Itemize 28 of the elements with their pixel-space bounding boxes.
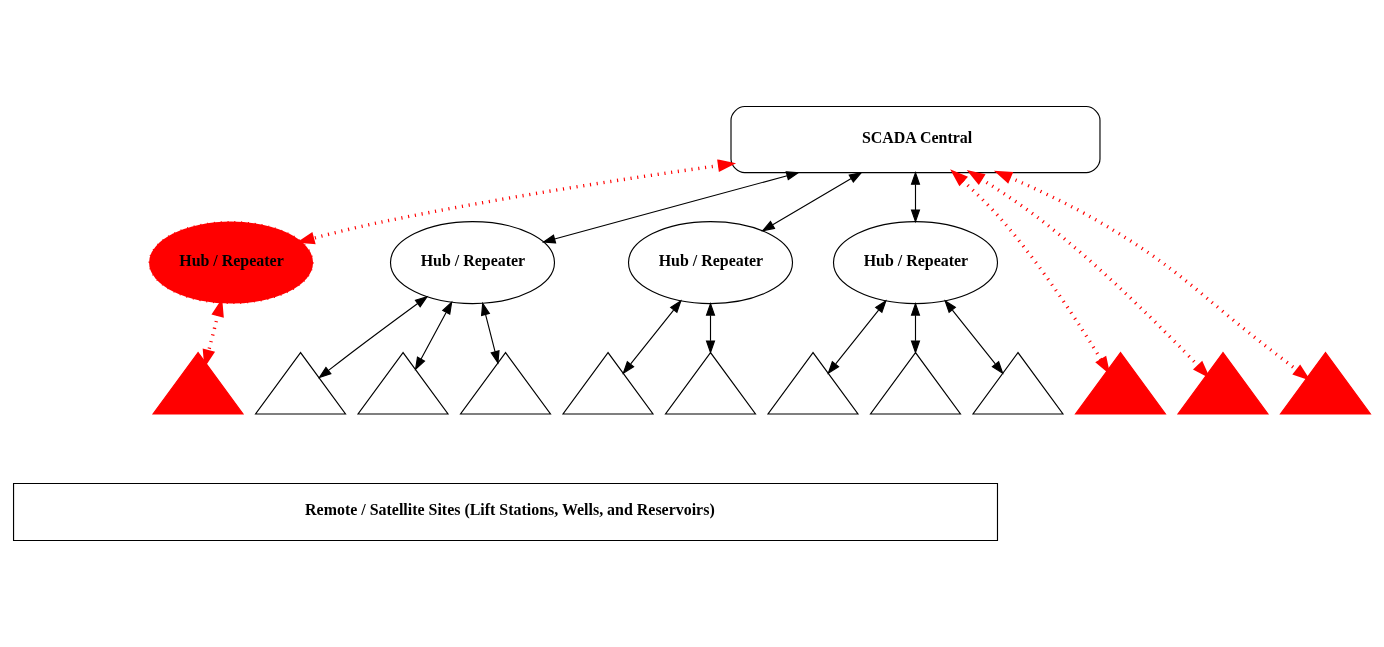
arrow (910, 171, 921, 224)
arrow (966, 170, 1211, 379)
arrow (414, 300, 453, 371)
node-triangle (1176, 351, 1270, 415)
node-triangle (664, 351, 757, 415)
node-triangle (254, 351, 347, 415)
arrow (827, 299, 887, 375)
arrow (993, 170, 1311, 381)
arrow (950, 169, 1111, 375)
arrow (705, 302, 716, 355)
arrow (622, 299, 682, 375)
arrow (481, 301, 500, 365)
arrow (944, 299, 1004, 375)
arrow (910, 302, 921, 355)
node-triangle (151, 351, 245, 415)
node-triangle (869, 351, 962, 415)
node-box: Remote / Satellite Sites (Lift Stations, Wells, and Reservoirs) (13, 482, 999, 541)
arrow (761, 171, 863, 232)
node-triangle (1074, 351, 1167, 415)
node-box: SCADA Central (730, 106, 1101, 174)
node-ellipse: Hub / Repeater (832, 221, 999, 305)
node-triangle (561, 351, 655, 415)
arrow (318, 295, 429, 379)
arrow (541, 171, 800, 244)
node-triangle (356, 351, 450, 415)
node-triangle (766, 351, 860, 415)
node-triangle (1279, 351, 1372, 415)
node-triangle (971, 351, 1065, 415)
